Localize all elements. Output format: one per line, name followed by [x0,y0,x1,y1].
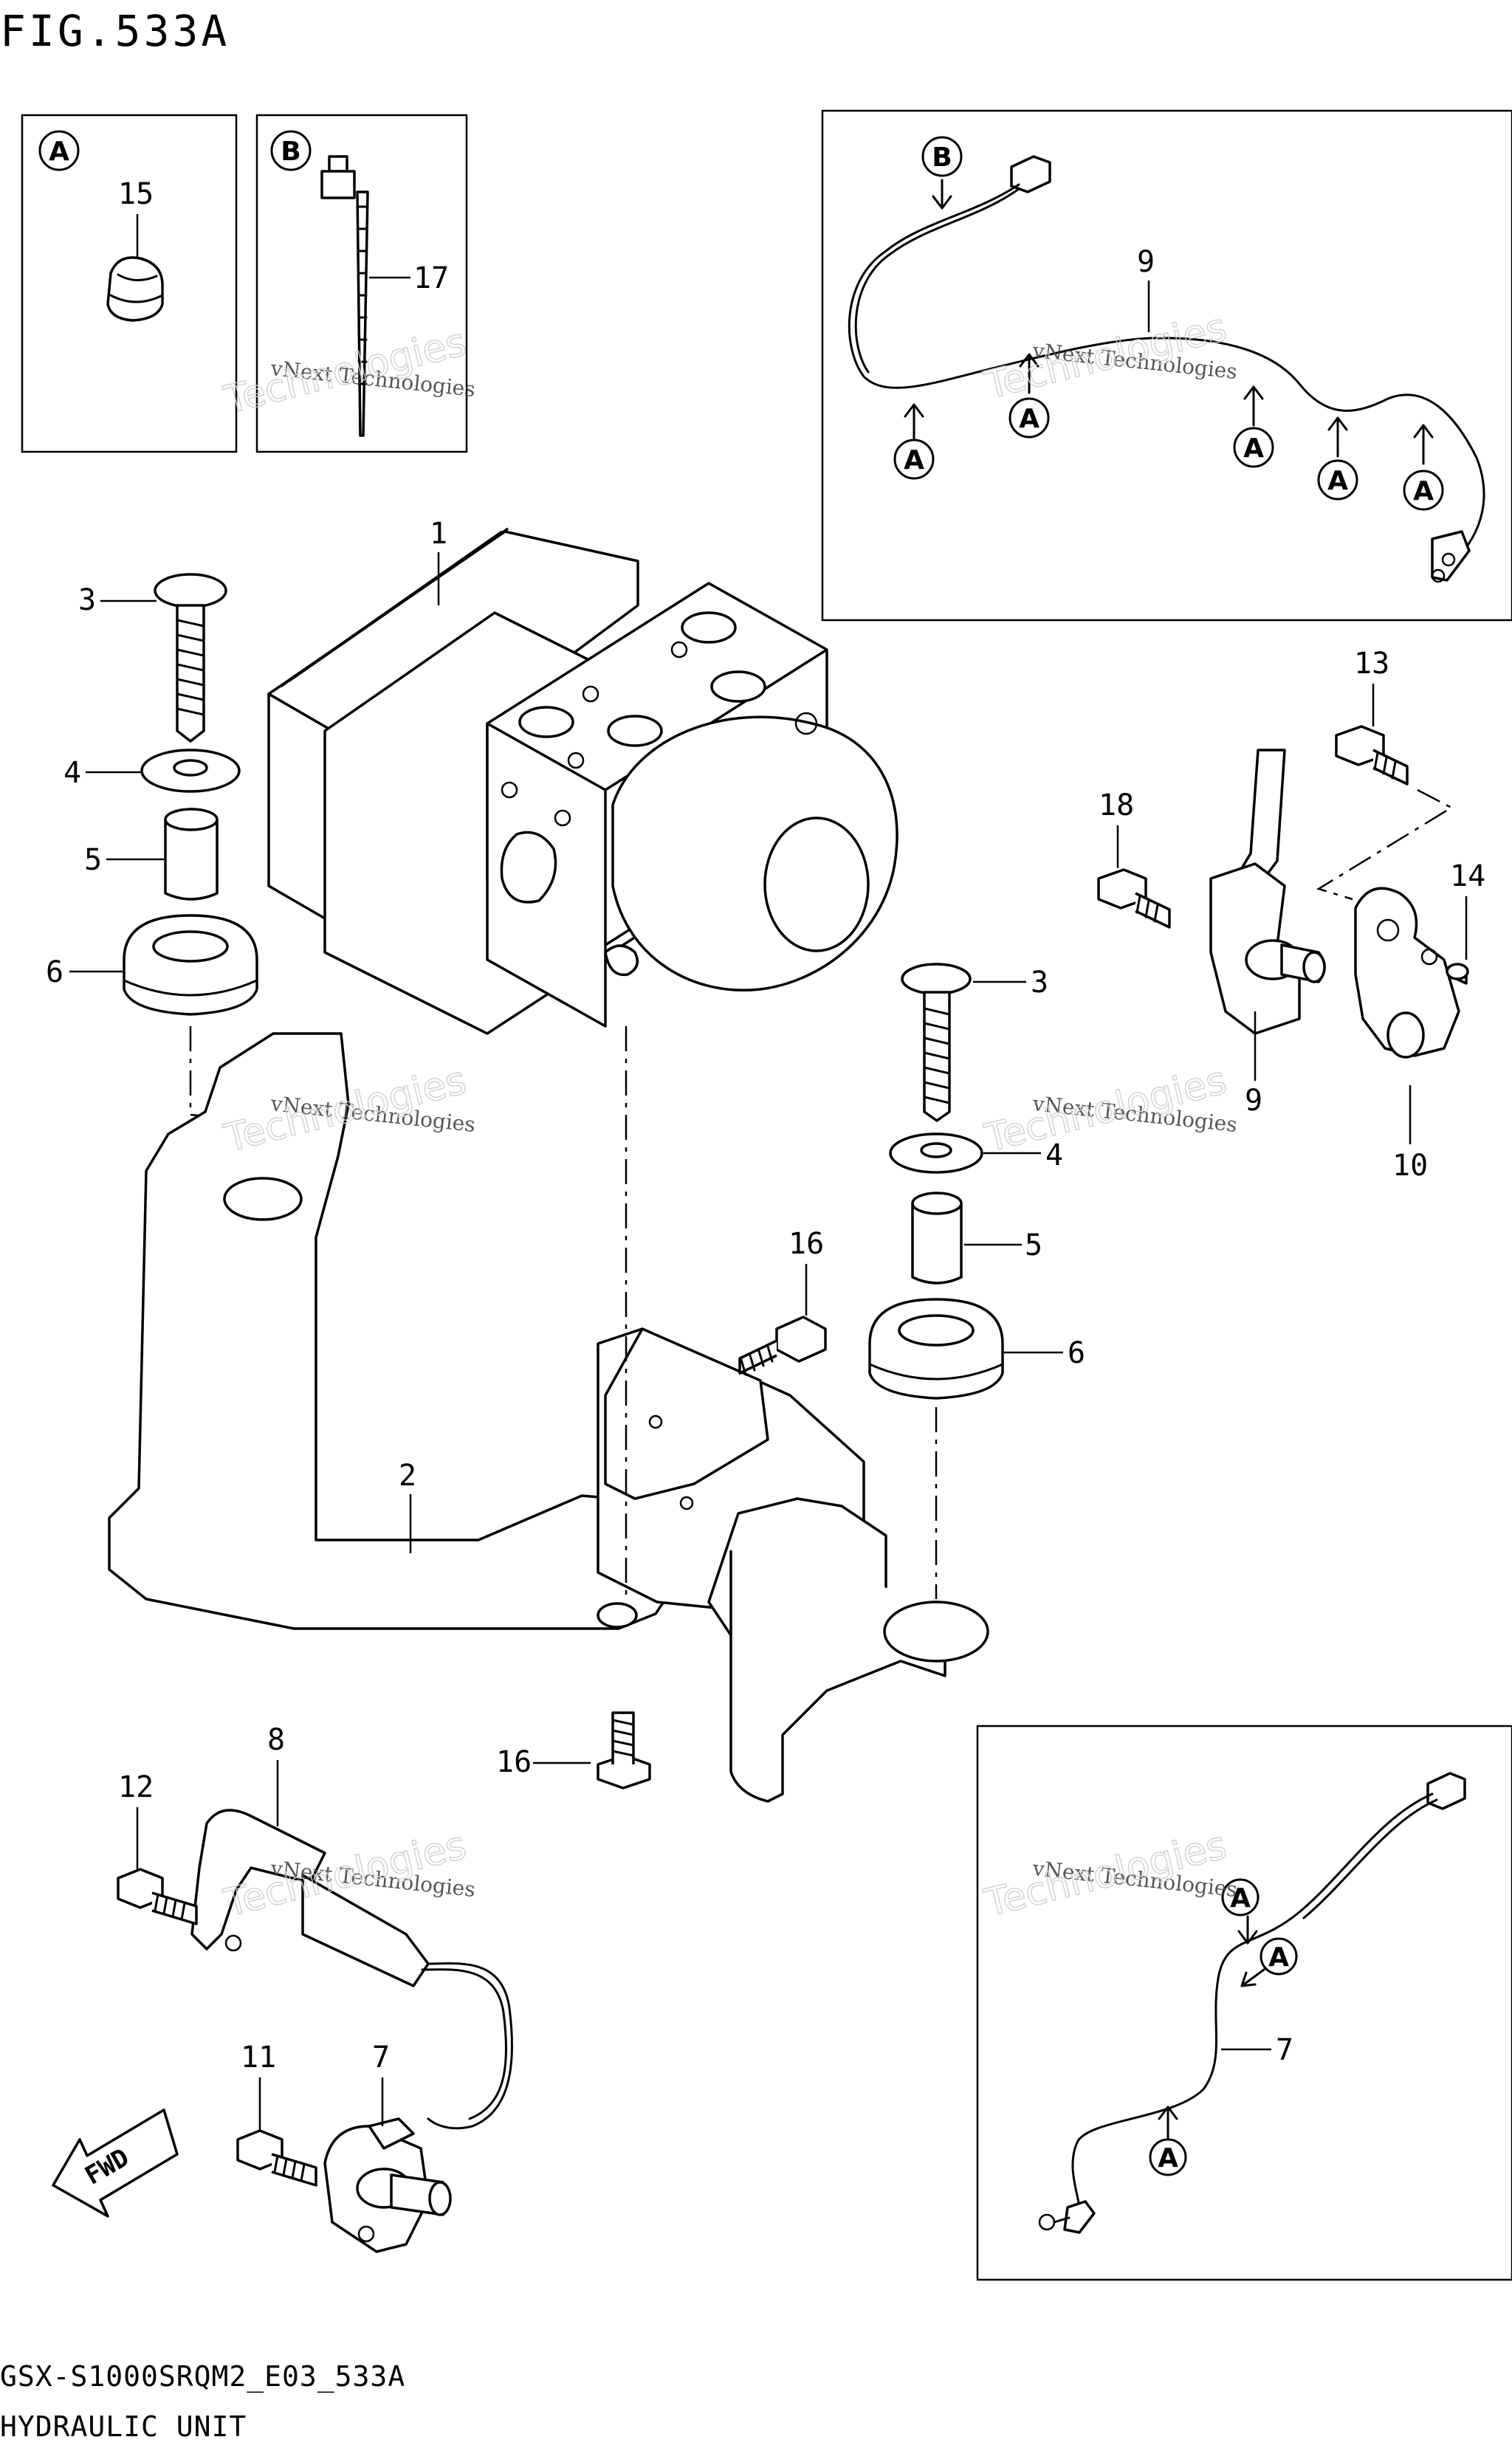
inset-a: A 15 [21,114,238,453]
callout-4-right: 4 [1045,1138,1063,1172]
unit-name: HYDRAULIC UNIT [0,2410,247,2443]
callout-6-left: 6 [46,955,63,989]
callout-10: 10 [1392,1149,1428,1183]
bolt-16-upper [738,1316,827,1376]
callout-11: 11 [241,2041,276,2074]
collar-5-right [911,1192,963,1285]
callout-3-right: 3 [1031,966,1048,1000]
harness7-label-a2: A [1268,1942,1289,1973]
collar-5-left [164,808,219,901]
washer-4-right [889,1132,983,1174]
bolt-3-right [901,963,972,1122]
inset-b: B 17 [255,114,468,453]
harness9-label-b: B [932,142,952,173]
callout-1: 1 [430,517,447,551]
bolt-3-left [154,573,227,743]
watermark-2b: Technologies [980,306,1231,408]
callout-12: 12 [118,1770,154,1804]
bracket-2 [108,1032,989,1803]
hydraulic-unit-1 [267,527,898,1035]
grommet-6-left [123,914,258,1016]
callout-9-sensor: 9 [1245,1084,1262,1118]
harness9-label-a2: A [1019,404,1040,434]
bolt-12 [117,1868,198,1925]
callout-6-right: 6 [1068,1336,1085,1370]
inset-harness-7: A A A 7 [976,1725,1512,2281]
wheel-sensor-9 [1209,749,1326,1035]
harness9-label-a4: A [1327,466,1348,496]
watermark-4b: Technologies [980,1059,1231,1161]
callout-7-sensor: 7 [372,2041,390,2074]
inset-a-label: A [49,137,69,167]
cable-tie-17-icon [320,155,369,437]
callout-4-left: 4 [63,756,81,790]
bolt-13 [1335,725,1409,786]
harness7-label-a1: A [1230,1883,1251,1914]
watermarks: vNext Technologies Technologies vNext Te… [219,305,1238,1927]
front-sensor-bracket-8 [190,1809,513,2130]
harness7-label-a3: A [1158,2143,1178,2173]
callout-17: 17 [413,261,449,295]
inset-b-label: B [281,137,300,167]
watermark-6b: Technologies [980,1823,1231,1926]
callout-5-left: 5 [84,843,102,877]
clip-15-icon [106,256,164,322]
bolt-18 [1097,868,1171,929]
callout-8: 8 [267,1723,285,1757]
harness9-label-a3: A [1243,433,1264,464]
callout-2: 2 [399,1459,416,1493]
callout-5-right: 5 [1025,1228,1042,1262]
pin-14 [1446,963,1469,985]
bolt-16-lower [597,1711,651,1790]
callout-15: 15 [118,177,154,211]
fwd-arrow-icon: FWD [52,2108,179,2218]
harness7-callout: 7 [1276,2033,1293,2067]
sensor-bracket-10 [1354,887,1460,1059]
callout-16-lower: 16 [496,1745,532,1779]
front-sensor-7 [323,2117,452,2253]
washer-4-left [140,749,241,793]
harness9-callout: 9 [1137,245,1155,279]
inset-harness-9: B 9 A A A A A [821,109,1512,622]
callout-14: 14 [1450,859,1485,893]
callout-13: 13 [1354,647,1389,681]
harness9-label-a5: A [1413,476,1434,506]
callout-16-upper: 16 [788,1227,824,1261]
callout-18: 18 [1099,788,1134,822]
figure-title: FIG.533A [0,6,230,56]
bolt-11 [236,2129,317,2187]
callout-3-left: 3 [78,583,96,617]
harness9-label-a1: A [904,445,924,475]
grommet-6-right [868,1298,1004,1400]
model-code: GSX-S1000SRQM2_E03_533A [0,2360,405,2393]
